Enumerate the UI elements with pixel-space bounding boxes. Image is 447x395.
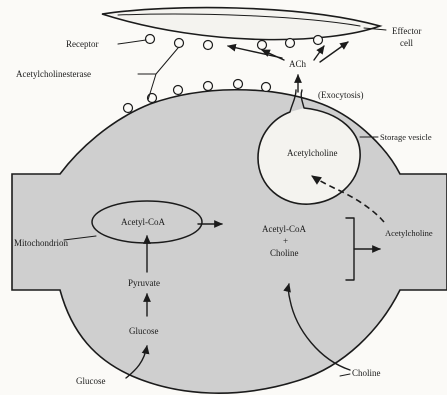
pyruvate-label: Pyruvate bbox=[128, 278, 160, 288]
acetyl-coa-cyto-label: Acetyl-CoA bbox=[262, 224, 306, 234]
glucose-outer-label: Glucose bbox=[76, 376, 106, 386]
ach-arrow bbox=[314, 46, 324, 60]
choline-label-leader bbox=[340, 374, 350, 376]
ach-arrow bbox=[320, 42, 348, 62]
ach-label: ACh bbox=[289, 59, 307, 69]
choline-cyto-label: Choline bbox=[270, 248, 299, 258]
receptor bbox=[175, 39, 184, 48]
choline-outer-label: Choline bbox=[352, 368, 381, 378]
effector-cell-label-line2: cell bbox=[400, 38, 413, 48]
effector-cell-label-line1: Effector bbox=[392, 26, 421, 36]
receptor bbox=[146, 35, 155, 44]
receptor bbox=[258, 41, 267, 50]
effector-cell-membrane bbox=[102, 8, 380, 40]
receptor bbox=[314, 36, 323, 45]
plus-sign: + bbox=[283, 236, 288, 246]
receptor-label: Receptor bbox=[66, 39, 98, 49]
acetyl-coa-mito-label: Acetyl-CoA bbox=[121, 217, 165, 227]
acetylcholinesterase-dot bbox=[262, 83, 271, 92]
receptor-leader bbox=[118, 40, 146, 44]
exocytosis-label: (Exocytosis) bbox=[318, 90, 364, 100]
ach-arrow bbox=[228, 46, 282, 58]
acetylcholinesterase-label: Acetylcholinesterase bbox=[16, 69, 91, 79]
acetylcholinesterase-dot bbox=[174, 86, 183, 95]
acetylcholinesterase-dot bbox=[204, 82, 213, 91]
acetylcholinesterase-dot bbox=[124, 104, 133, 113]
vesicle-acetylcholine-label: Acetylcholine bbox=[287, 148, 337, 158]
receptor bbox=[286, 39, 295, 48]
glucose-inner-label: Glucose bbox=[129, 326, 159, 336]
mitochondrion-label: Mitochondrion bbox=[14, 238, 68, 248]
storage-vesicle-label: Storage vesicle bbox=[380, 132, 432, 142]
acetylcholinesterase-leader bbox=[138, 48, 178, 100]
acetylcholinesterase-dot bbox=[234, 80, 243, 89]
receptor bbox=[204, 41, 213, 50]
acetylcholine-out-label: Acetylcholine bbox=[385, 228, 433, 238]
